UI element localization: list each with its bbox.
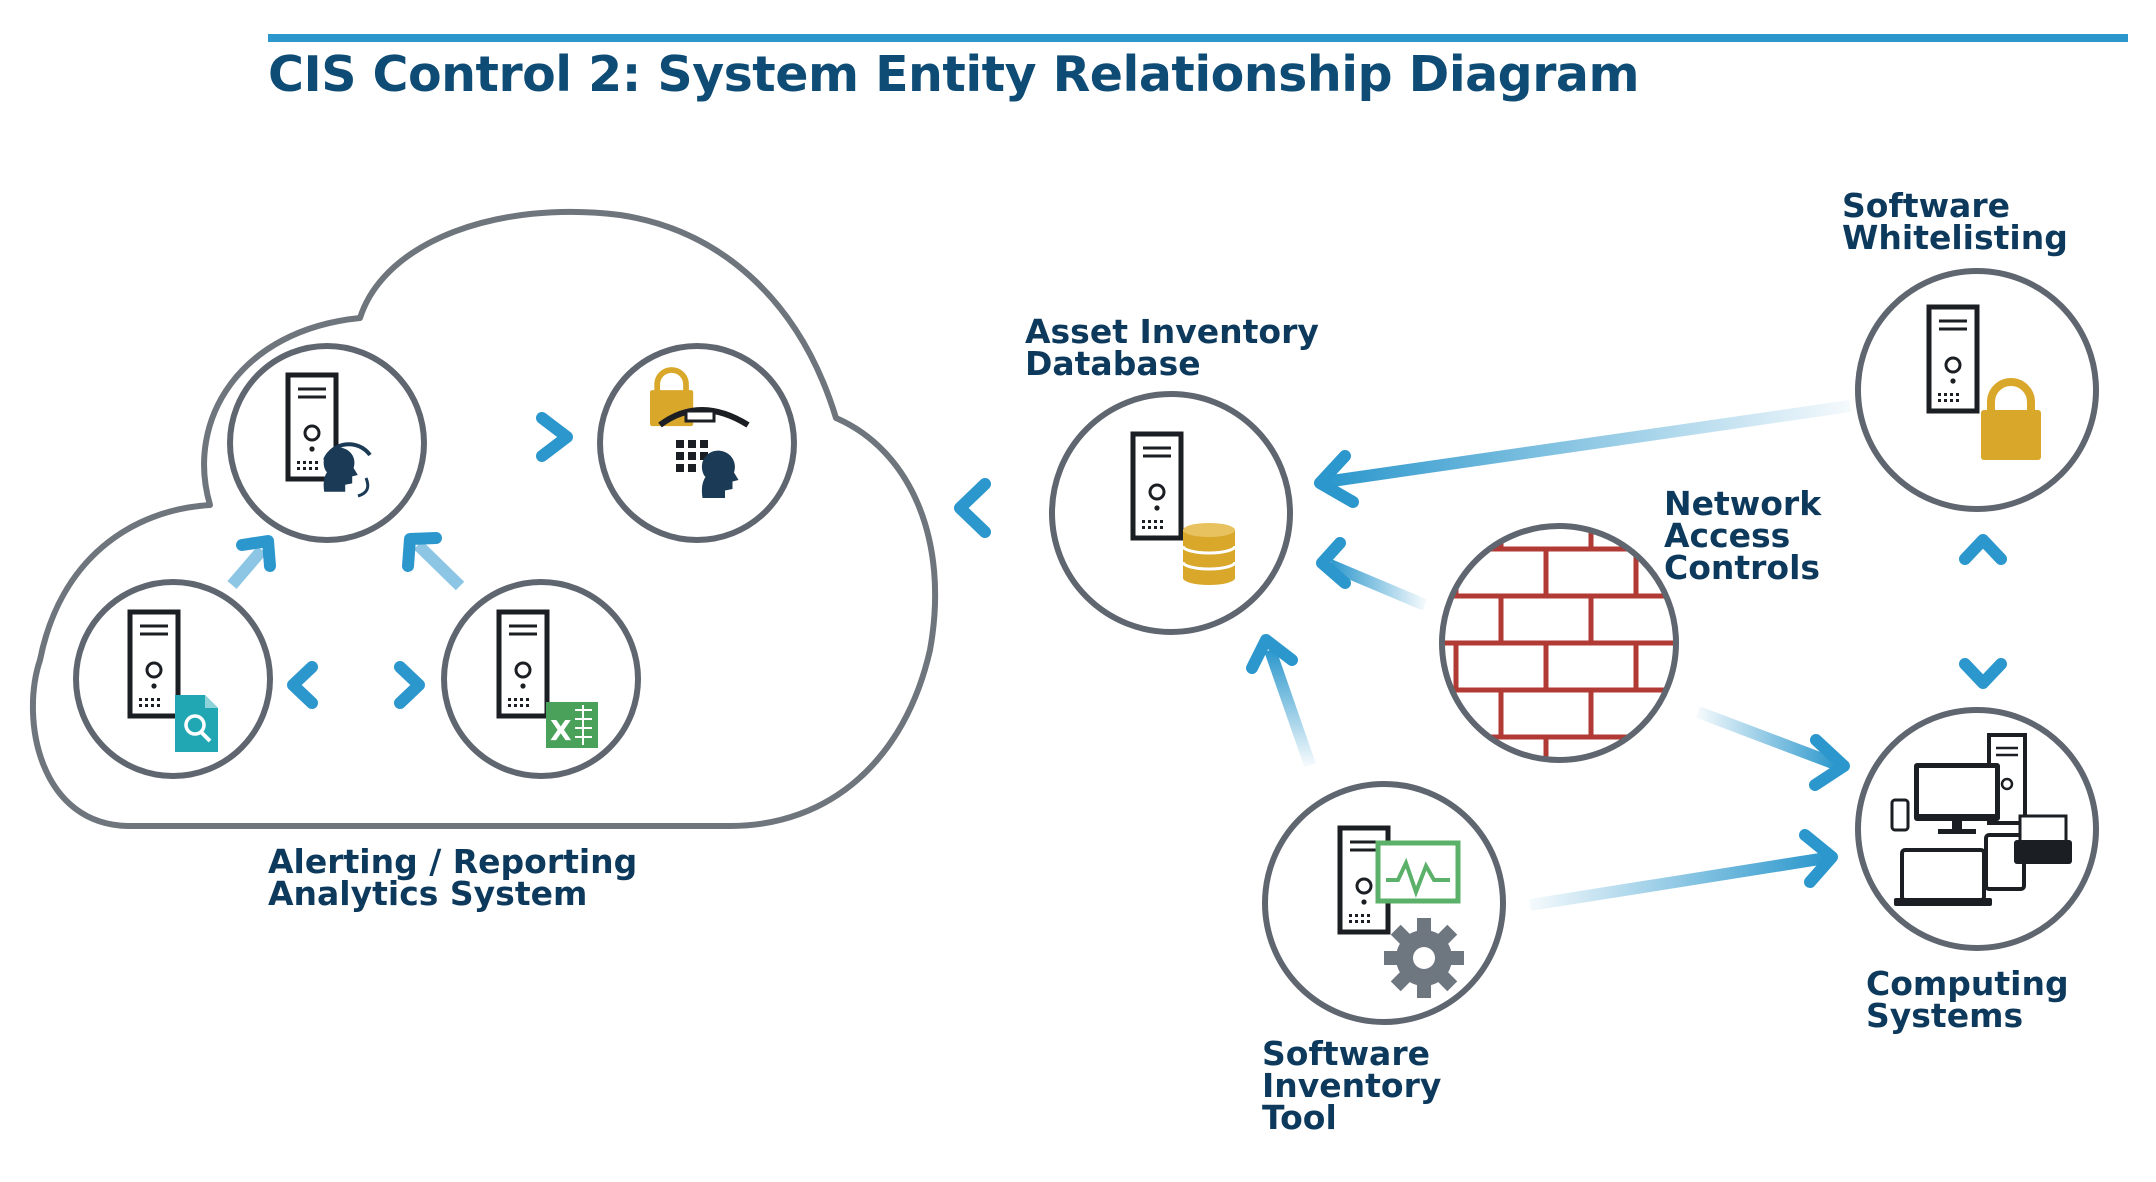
label-line: Tool [1262,1098,1337,1137]
arrow-inventory-to-database [1246,634,1316,767]
label-line: Asset Inventory [1025,312,1319,351]
label-network-access-controls: Network Access Controls [1664,484,1822,587]
arrow-whitelisting-to-database [1314,400,1851,508]
arrow-operator-to-phone [455,412,573,462]
label-asset-inventory-database: Asset Inventory Database [1025,312,1319,383]
label-line: Analytics System [268,874,588,913]
laptop-icon [1900,848,1986,902]
node-phone-lock [597,343,797,543]
label-line: Software [1262,1034,1430,1073]
label-software-whitelisting: Software Whitelisting [1842,186,2068,257]
label-line: Alerting / Reporting [268,842,638,881]
label-line: Network [1664,484,1822,523]
excel-icon: X [550,714,572,747]
label-line: Database [1025,344,1201,383]
arrow-network-to-database [1316,537,1428,611]
node-asset-inventory-database [1049,391,1293,635]
label-alerting-reporting: Alerting / Reporting Analytics System [268,842,638,913]
label-line: Access [1664,516,1791,555]
title-rule [268,34,2128,42]
gear-icon [1384,918,1464,998]
arrow-network-to-computing [1695,706,1850,791]
arrow-database-to-analytics [954,478,1040,538]
node-operator-server [227,343,427,543]
node-computing-systems [1855,707,2099,951]
arrow-inventory-to-computing [1529,829,1838,911]
database-icon [1181,523,1237,585]
label-line: Computing [1866,964,2069,1003]
phone-icon [1890,798,1910,832]
label-line: Whitelisting [1842,218,2068,257]
arrow-spreadsheet-to-operator [402,532,465,591]
label-line: Systems [1866,996,2024,1035]
arrow-report-spreadsheet-bidirectional [287,661,425,709]
node-report-search [73,579,273,779]
node-software-inventory-tool [1262,781,1506,1025]
node-network-access-controls [1439,523,1679,763]
arrow-report-to-operator [227,535,276,589]
label-computing-systems: Computing Systems [1866,964,2069,1035]
page-title: CIS Control 2: System Entity Relationshi… [268,46,1640,103]
node-software-whitelisting [1855,268,2099,512]
arrow-whitelisting-computing-bidirectional [1959,534,2007,689]
label-line: Controls [1664,548,1821,587]
node-spreadsheet: X [441,579,641,779]
label-line: Inventory [1262,1066,1442,1105]
label-software-inventory-tool: Software Inventory Tool [1262,1034,1442,1137]
label-line: Software [1842,186,2010,225]
